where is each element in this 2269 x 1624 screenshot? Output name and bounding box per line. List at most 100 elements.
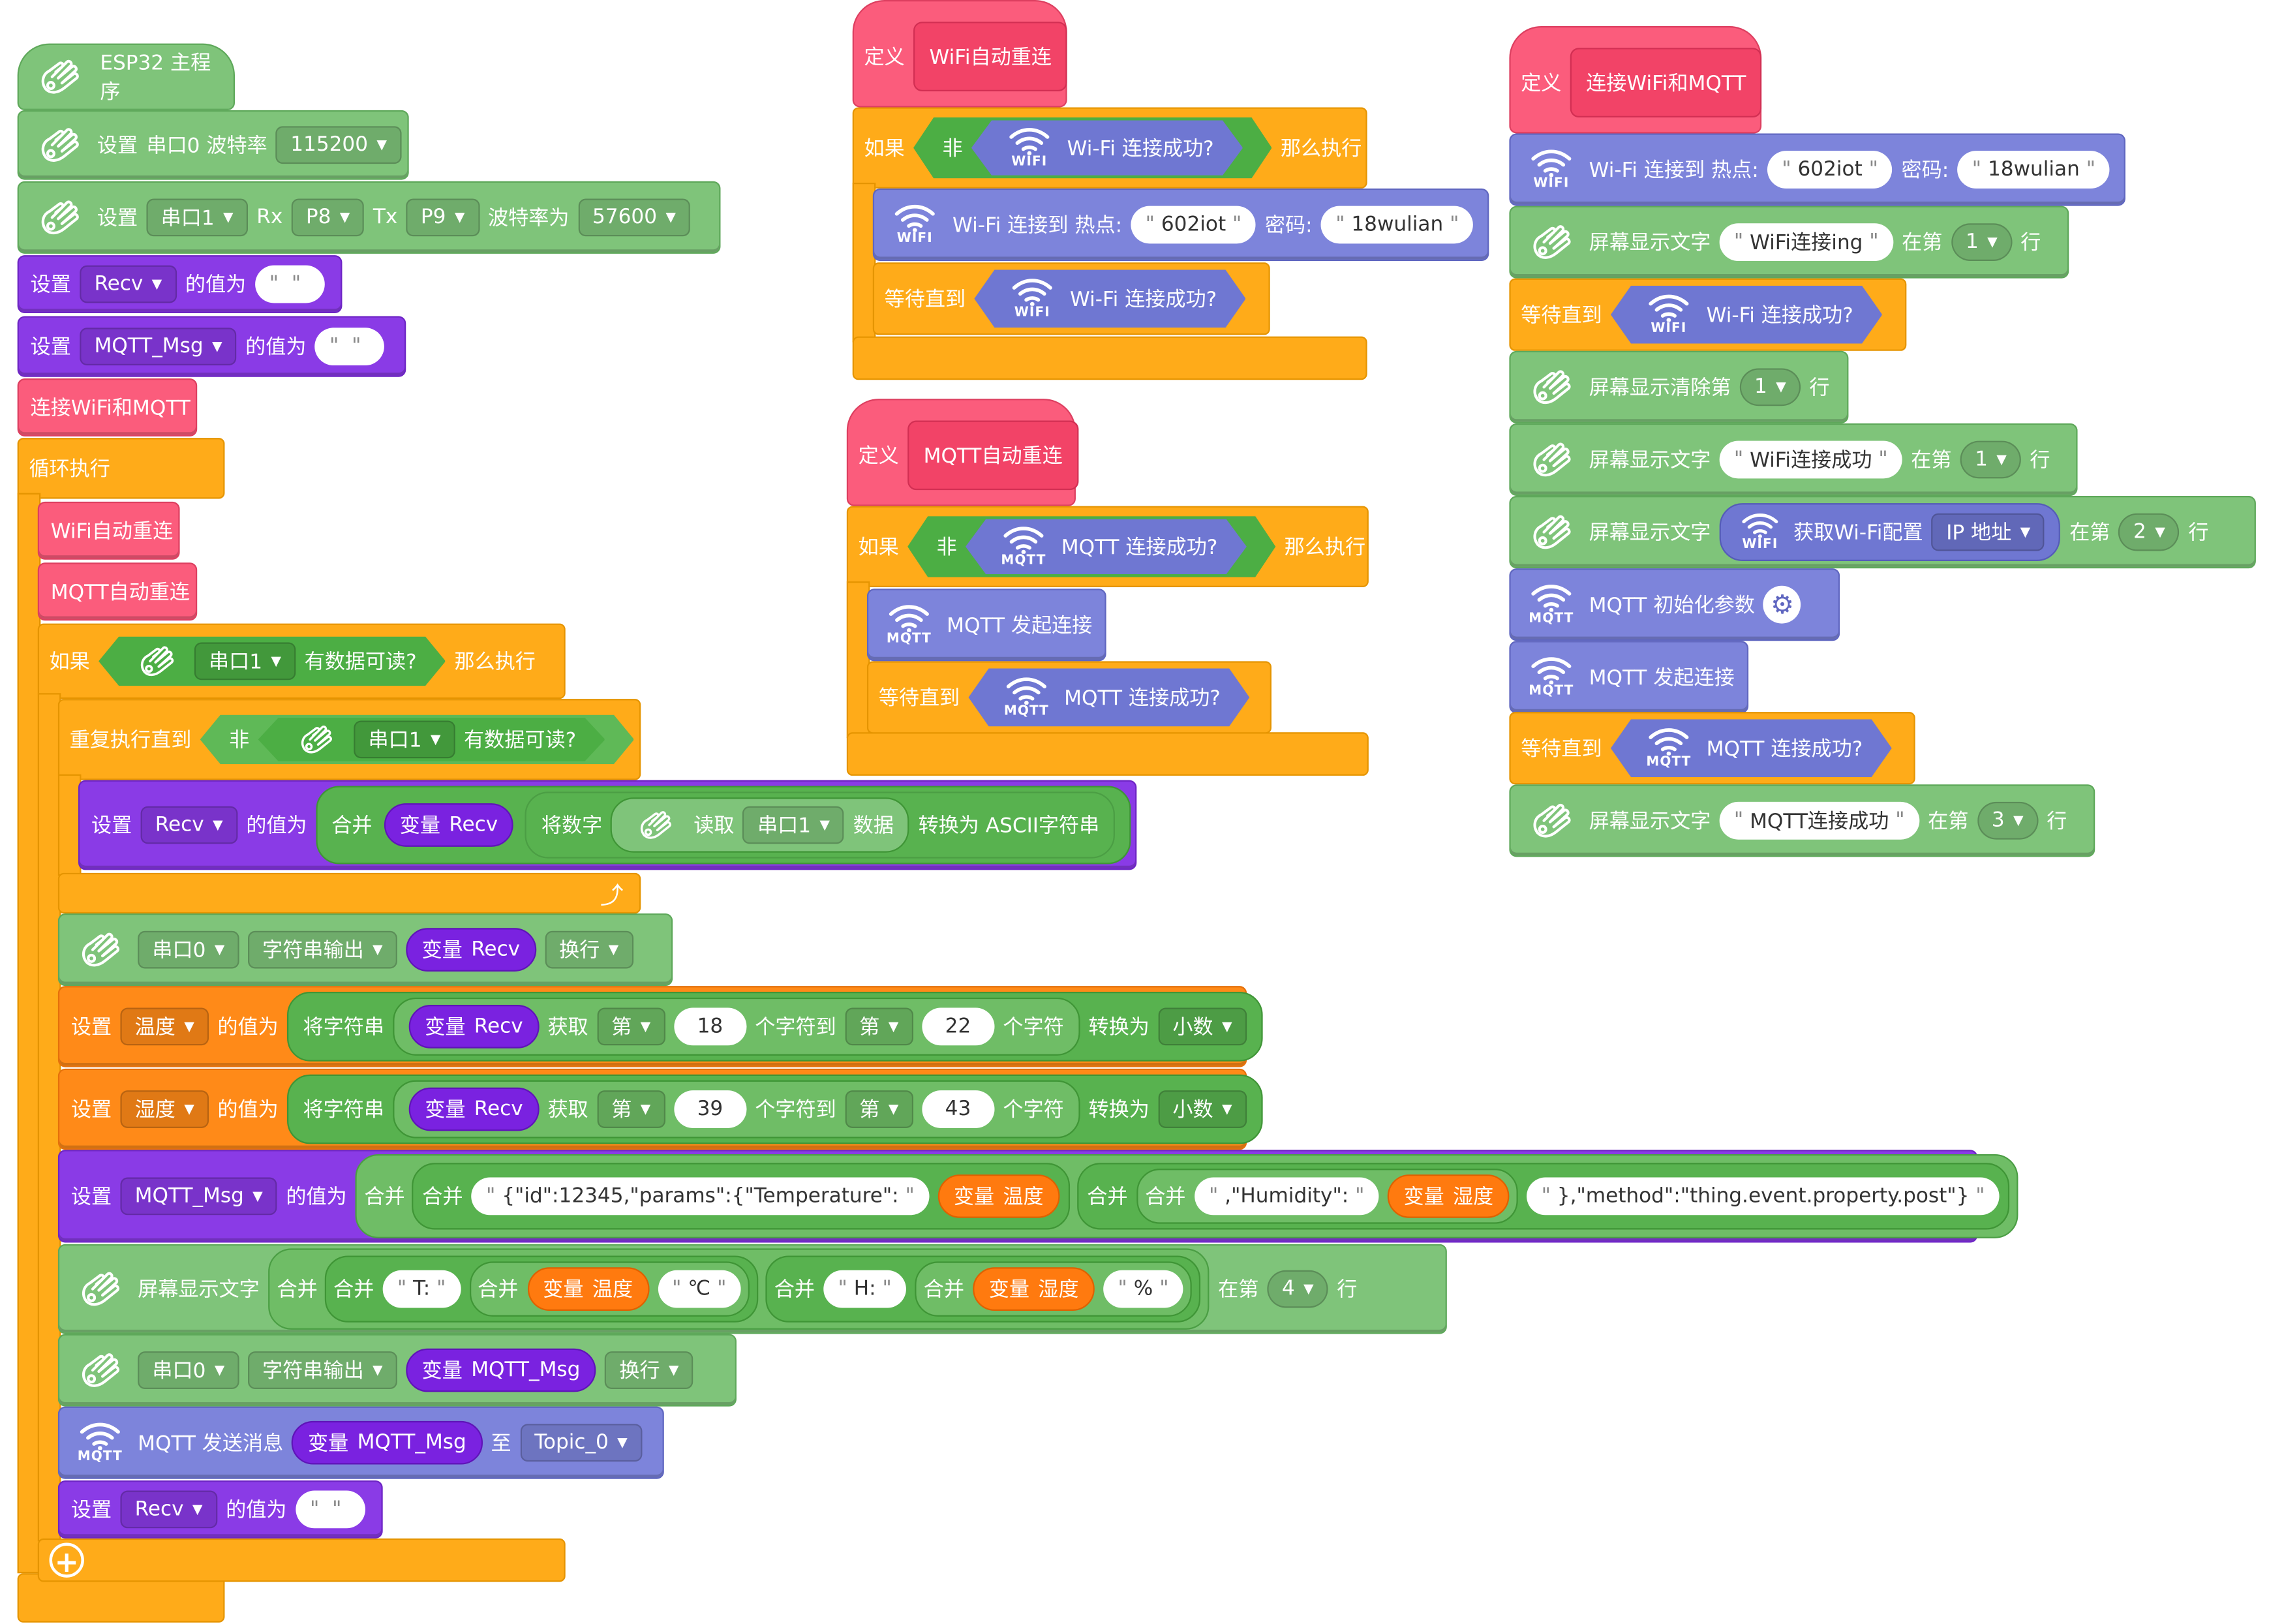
call-connect-wifi-mqtt-block[interactable]: 连接WiFi和MQTT (17, 378, 198, 437)
newline-dropdown[interactable]: 换行 (544, 930, 633, 969)
substring-reporter[interactable]: 变量 Recv 获取 第 39 个字符到 第 43 个字符 (393, 1080, 1080, 1139)
mqtt-init-block[interactable]: MQTT MQTT 初始化参数 ⚙ (1509, 568, 1840, 641)
celsius-unit-string[interactable]: ℃ (657, 1270, 741, 1308)
wifi-connected-condition[interactable]: WIFI Wi-Fi 连接成功? (971, 120, 1243, 175)
join-reporter[interactable]: 合并 合并 {"id":12345,"params":{"Temperature… (356, 1154, 2018, 1238)
var-recv-reporter[interactable]: 变量 Recv (384, 803, 514, 847)
line-dropdown[interactable]: 1 (1739, 368, 1801, 406)
nth-dropdown[interactable]: 第 (845, 1090, 913, 1128)
serial0-dropdown[interactable]: 串口0 (138, 1351, 239, 1389)
mqtt-connect-block[interactable]: MQTT MQTT 发起连接 (1509, 641, 1749, 714)
mqtt-publish-block[interactable]: MQTT MQTT 发送消息 变量 MQTT_Msg 至 Topic_0 (57, 1406, 664, 1479)
wifi-connect-block[interactable]: WIFI Wi-Fi 连接到 热点: 602iot 密码: 18wulian (1509, 133, 2125, 206)
nth-dropdown[interactable]: 第 (596, 1090, 665, 1128)
procedure-name-box[interactable]: MQTT自动重连 (907, 420, 1079, 491)
h-prefix-string[interactable]: H: (823, 1270, 907, 1308)
var-mqtt-msg-reporter[interactable]: 变量 MQTT_Msg (406, 1348, 596, 1392)
plus-circle-icon[interactable]: + (49, 1542, 84, 1578)
join-reporter[interactable]: 合并 ,"Humidity": 变量 湿度 (1136, 1169, 1519, 1224)
var-recv-reporter[interactable]: 变量 Recv (408, 1087, 540, 1131)
esp32-main-hat-block[interactable]: ESP32 主程序 (17, 43, 236, 110)
type-dropdown[interactable]: 小数 (1158, 1007, 1247, 1046)
set-humidity-block[interactable]: 设置 湿度 的值为 将字符串 变量 Recv 获取 第 39 个字符到 第 43… (57, 1068, 1263, 1150)
forever-loop-head[interactable] (17, 438, 225, 499)
procedure-name-box[interactable]: 连接WiFi和MQTT (1570, 48, 1762, 118)
not-condition[interactable]: 非 MQTT MQTT 连接成功? (907, 516, 1275, 577)
set-mqtt-msg-block[interactable]: 设置 MQTT_Msg 的值为 (17, 316, 406, 377)
convert-reporter[interactable]: 将字符串 变量 Recv 获取 第 18 个字符到 第 22 个字符 转换为 小… (287, 992, 1263, 1062)
recv-var-dropdown[interactable]: Recv (120, 1490, 217, 1529)
screen-display-th-block[interactable]: 屏幕显示文字 合并 合并 T: 合并 变量 温度 ℃ 合并 H: (57, 1244, 1447, 1334)
string-output-dropdown[interactable]: 字符串输出 (247, 1351, 397, 1389)
set-serial0-baud-block[interactable]: 设置 串口0 波特率 115200 (17, 110, 409, 180)
mqtt-connected-condition[interactable]: MQTT MQTT 连接成功? (968, 668, 1249, 726)
wifi-connected-condition[interactable]: WIFI Wi-Fi 连接成功? (1611, 286, 1882, 344)
join-reporter[interactable]: 合并 H: 合并 变量 湿度 % (765, 1255, 1201, 1323)
baud0-dropdown[interactable]: 115200 (276, 126, 402, 164)
json-head-string[interactable]: {"id":12345,"params":{"Temperature": (471, 1177, 930, 1216)
screen-display-mqtt-ok-block[interactable]: 屏幕显示文字 MQTT连接成功 在第 3 行 (1509, 784, 2095, 857)
call-wifi-reconnect-block[interactable]: WiFi自动重连 (37, 501, 180, 560)
line-dropdown[interactable]: 1 (1960, 440, 2022, 479)
var-recv-reporter[interactable]: 变量 Recv (408, 1005, 540, 1049)
mqtt-connected-condition[interactable]: MQTT MQTT 连接成功? (966, 519, 1247, 574)
join-reporter[interactable]: 合并 变量 Recv 将数字 读取 串口1 数据 转换为 ASCII字符串 (315, 786, 1132, 865)
serial1-available-condition[interactable]: 串口1 有数据可读? (258, 718, 605, 761)
not-condition[interactable]: 非 串口1 有数据可读? (200, 715, 634, 765)
empty-string-input[interactable] (254, 265, 325, 303)
json-humidity-string[interactable]: ,"Humidity": (1194, 1177, 1379, 1216)
call-mqtt-reconnect-block[interactable]: MQTT自动重连 (37, 562, 198, 621)
var-mqtt-msg-reporter[interactable]: 变量 MQTT_Msg (292, 1420, 483, 1465)
humi-var-dropdown[interactable]: 湿度 (120, 1090, 209, 1128)
newline-dropdown[interactable]: 换行 (605, 1351, 693, 1389)
screen-display-connecting-block[interactable]: 屏幕显示文字 WiFi连接ing 在第 1 行 (1509, 206, 2069, 279)
recv-var-dropdown[interactable]: Recv (80, 265, 177, 303)
wifi-config-dropdown[interactable]: IP 地址 (1932, 513, 2045, 551)
set-recv-block[interactable]: 设置 Recv 的值为 (17, 255, 343, 314)
screen-text-input[interactable]: WiFi连接成功 (1719, 440, 1902, 479)
join-reporter[interactable]: 合并 T: 合并 变量 温度 ℃ (324, 1255, 759, 1323)
join-reporter[interactable]: 合并 合并 ,"Humidity": 变量 湿度 },"method":"thi… (1076, 1163, 2010, 1230)
screen-display-wifi-ok-block[interactable]: 屏幕显示文字 WiFi连接成功 在第 1 行 (1509, 423, 2078, 497)
wifi-connect-block[interactable]: WIFI Wi-Fi 连接到 热点: 602iot 密码: 18wulian (872, 188, 1489, 262)
serial0-print-recv-block[interactable]: 串口0 字符串输出 变量 Recv 换行 (57, 913, 673, 987)
from-index-input[interactable]: 18 (673, 1007, 746, 1046)
ssid-input[interactable]: 602iot (1767, 151, 1893, 189)
line-dropdown[interactable]: 2 (2118, 513, 2180, 551)
t-prefix-string[interactable]: T: (382, 1270, 461, 1308)
nth-dropdown[interactable]: 第 (596, 1007, 665, 1046)
mqtt-msg-var-dropdown[interactable]: MQTT_Msg (120, 1177, 278, 1216)
procedure-name-box[interactable]: WiFi自动重连 (913, 22, 1068, 92)
var-humi-reporter[interactable]: 变量 湿度 (1388, 1174, 1510, 1218)
password-input[interactable]: 18wulian (1957, 151, 2110, 189)
screen-clear-line-block[interactable]: 屏幕显示清除第 1 行 (1509, 350, 1849, 423)
serial1-available-condition[interactable]: 串口1 有数据可读? (99, 637, 446, 686)
screen-text-input[interactable]: WiFi连接ing (1719, 223, 1893, 262)
reset-recv-block[interactable]: 设置 Recv 的值为 (57, 1480, 383, 1539)
serial1-dropdown[interactable]: 串口1 (742, 806, 845, 844)
to-index-input[interactable]: 43 (921, 1090, 995, 1128)
get-wifi-config-reporter[interactable]: WIFI 获取Wi-Fi配置 IP 地址 (1719, 503, 2061, 562)
gear-icon[interactable]: ⚙ (1763, 585, 1801, 624)
substring-reporter[interactable]: 变量 Recv 获取 第 18 个字符到 第 22 个字符 (393, 997, 1080, 1056)
nth-dropdown[interactable]: 第 (845, 1007, 913, 1046)
set-recv-join-block[interactable]: 设置 Recv 的值为 合并 变量 Recv 将数字 读取 串口1 数据 转换为… (78, 780, 1137, 870)
ssid-input[interactable]: 602iot (1131, 206, 1256, 244)
rx-pin-dropdown[interactable]: P8 (291, 198, 365, 237)
baud1-dropdown[interactable]: 57600 (577, 198, 691, 237)
mqtt-msg-var-dropdown[interactable]: MQTT_Msg (80, 328, 237, 366)
serial-read-reporter[interactable]: 读取 串口1 数据 (611, 797, 910, 853)
line-dropdown[interactable]: 1 (1951, 223, 2012, 262)
to-index-input[interactable]: 22 (921, 1007, 995, 1046)
topic-dropdown[interactable]: Topic_0 (519, 1424, 642, 1462)
line-dropdown[interactable]: 3 (1977, 801, 2038, 840)
set-serial1-block[interactable]: 设置 串口1 Rx P8 Tx P9 波特率为 57600 (17, 181, 721, 254)
line-dropdown[interactable]: 4 (1267, 1270, 1328, 1308)
var-humi-reporter[interactable]: 变量 湿度 (973, 1267, 1095, 1311)
empty-string-input[interactable] (295, 1490, 365, 1529)
var-recv-reporter[interactable]: 变量 Recv (406, 928, 536, 972)
json-tail-string[interactable]: },"method":"thing.event.property.post"} (1527, 1177, 2000, 1216)
serial1-dropdown[interactable]: 串口1 (146, 198, 248, 237)
empty-string-input[interactable] (314, 328, 385, 366)
